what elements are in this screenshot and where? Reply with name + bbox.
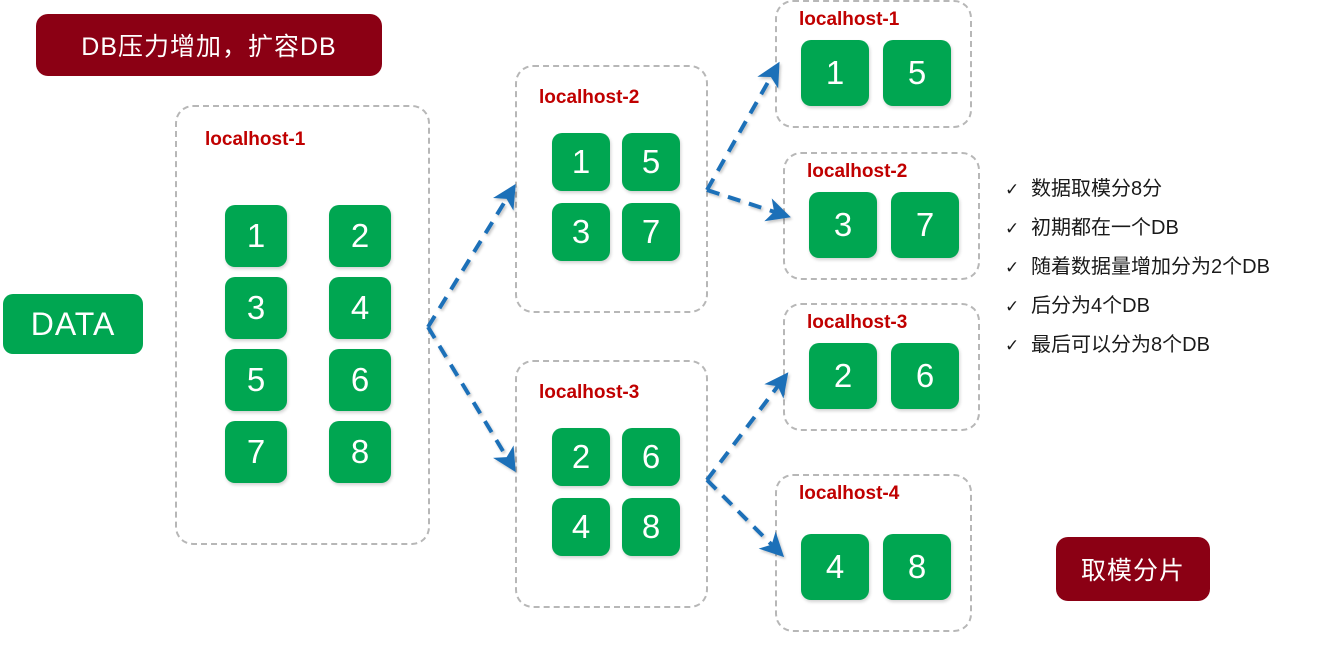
shard: 3	[225, 277, 287, 339]
shard: 4	[801, 534, 869, 600]
host-label: localhost-3	[539, 382, 640, 403]
shard-grid: 1 2 3 4 5 6 7 8	[225, 205, 391, 483]
list-item: ✓ 初期都在一个DB	[1005, 211, 1325, 240]
host-container-stage3-localhost-1: localhost-1 1 5	[775, 0, 972, 128]
data-source-label: DATA	[30, 305, 116, 342]
shard: 3	[809, 192, 877, 258]
check-icon: ✓	[1005, 219, 1020, 238]
arrow-stage2a-to-stage3a	[705, 61, 780, 191]
arrow-stage2b-to-stage3c	[705, 372, 789, 482]
list-item-label: 数据取模分8分	[1031, 178, 1163, 200]
host-label: localhost-1	[205, 129, 306, 150]
host-label: localhost-2	[807, 161, 908, 182]
shard-grid: 3 7	[809, 192, 959, 258]
host-container-stage3-localhost-2: localhost-2 3 7	[783, 152, 980, 280]
shard: 7	[891, 192, 959, 258]
host-label: localhost-3	[807, 312, 908, 333]
shard: 8	[622, 498, 680, 556]
arrow-stage1-to-stage2a	[426, 183, 516, 329]
shard: 5	[883, 40, 951, 106]
arrow-stage2b-to-stage3d	[705, 478, 785, 558]
arrow-stage1-to-stage2b	[426, 325, 516, 473]
shard: 4	[552, 498, 610, 556]
check-icon: ✓	[1005, 180, 1020, 199]
shard: 2	[329, 205, 391, 267]
arrow-stage2a-to-stage3b	[706, 188, 791, 222]
shard: 6	[329, 349, 391, 411]
list-item: ✓ 后分为4个DB	[1005, 289, 1325, 318]
shard: 6	[622, 428, 680, 486]
shard-grid: 1 5 3 7	[552, 133, 680, 261]
check-icon: ✓	[1005, 336, 1020, 355]
list-item-label: 初期都在一个DB	[1031, 217, 1179, 239]
shard: 8	[883, 534, 951, 600]
shard: 1	[225, 205, 287, 267]
host-container-stage3-localhost-3: localhost-3 2 6	[783, 303, 980, 431]
list-item: ✓ 数据取模分8分	[1005, 172, 1325, 201]
shard: 7	[622, 203, 680, 261]
shard: 2	[552, 428, 610, 486]
host-label: localhost-1	[799, 9, 900, 30]
host-container-stage2-localhost-2: localhost-2 1 5 3 7	[515, 65, 708, 313]
check-icon: ✓	[1005, 258, 1020, 277]
shard: 6	[891, 343, 959, 409]
shard: 4	[329, 277, 391, 339]
list-item: ✓ 随着数据量增加分为2个DB	[1005, 250, 1325, 279]
list-item-label: 最后可以分为8个DB	[1031, 334, 1210, 356]
title-banner-label: DB压力增加，扩容DB	[81, 33, 337, 61]
host-container-stage3-localhost-4: localhost-4 4 8	[775, 474, 972, 632]
list-item-label: 随着数据量增加分为2个DB	[1031, 256, 1270, 278]
shard: 7	[225, 421, 287, 483]
title-banner: DB压力增加，扩容DB	[36, 14, 382, 76]
modulo-sharding-badge: 取模分片	[1056, 537, 1210, 601]
notes-list: ✓ 数据取模分8分 ✓ 初期都在一个DB ✓ 随着数据量增加分为2个DB ✓ 后…	[1005, 172, 1325, 367]
shard-grid: 2 6 4 8	[552, 428, 680, 556]
shard: 2	[809, 343, 877, 409]
shard-grid: 1 5	[801, 40, 951, 106]
list-item: ✓ 最后可以分为8个DB	[1005, 328, 1325, 357]
shard: 8	[329, 421, 391, 483]
shard: 1	[552, 133, 610, 191]
host-label: localhost-2	[539, 87, 640, 108]
host-container-stage1-localhost-1: localhost-1 1 2 3 4 5 6 7 8	[175, 105, 430, 545]
host-container-stage2-localhost-3: localhost-3 2 6 4 8	[515, 360, 708, 608]
shard: 5	[225, 349, 287, 411]
shard: 5	[622, 133, 680, 191]
check-icon: ✓	[1005, 297, 1020, 316]
shard: 1	[801, 40, 869, 106]
shard-grid: 4 8	[801, 534, 951, 600]
host-label: localhost-4	[799, 483, 900, 504]
modulo-sharding-label: 取模分片	[1080, 557, 1185, 585]
list-item-label: 后分为4个DB	[1031, 295, 1150, 317]
data-source-box: DATA	[3, 294, 143, 354]
shard-grid: 2 6	[809, 343, 959, 409]
shard: 3	[552, 203, 610, 261]
